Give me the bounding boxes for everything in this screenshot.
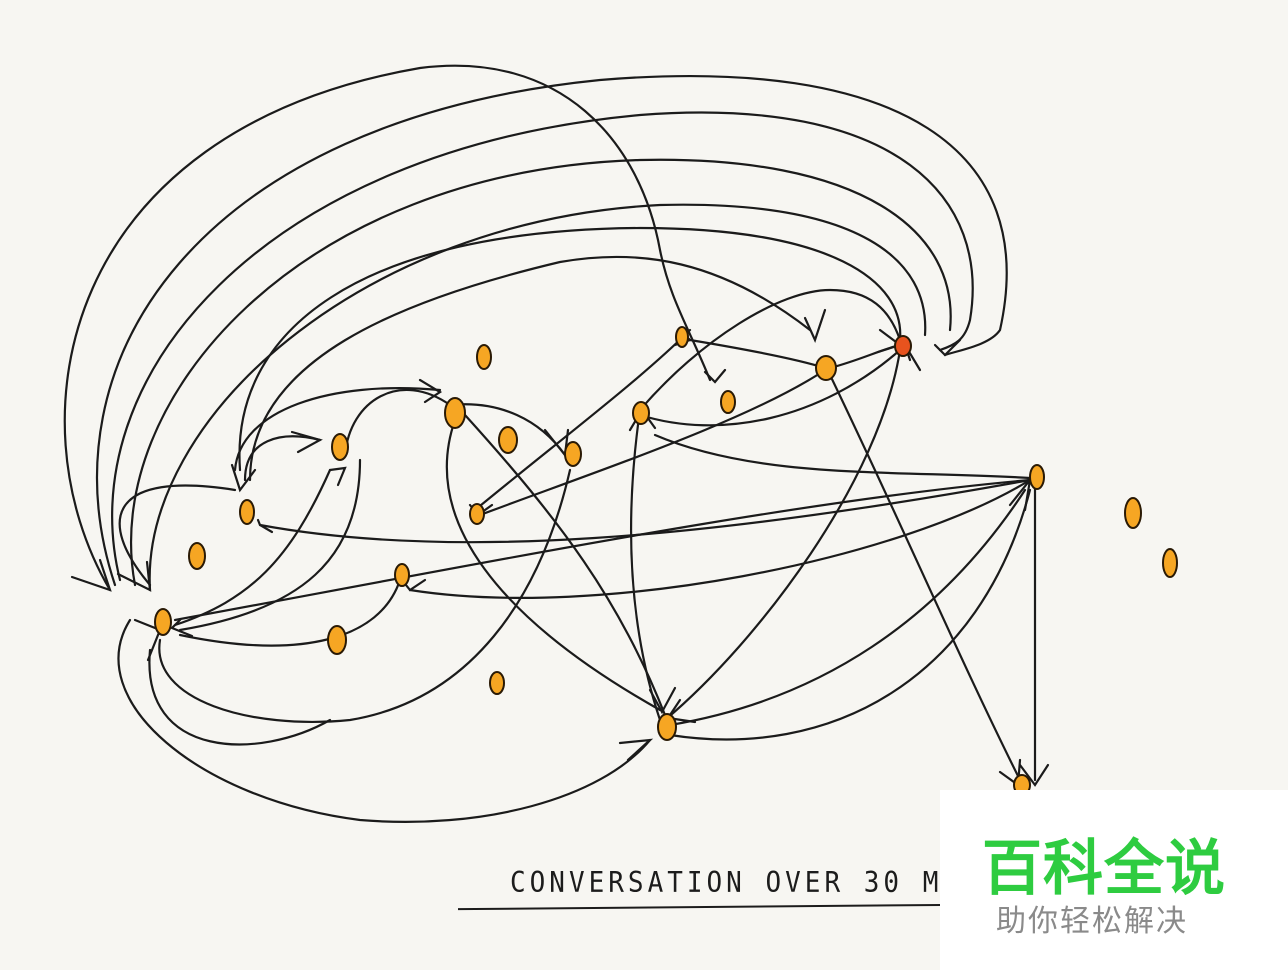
node [327, 625, 347, 655]
node-left-main [154, 608, 172, 636]
connection-lines [63, 64, 1037, 823]
watermark-title: 百科全说 [982, 834, 1226, 904]
node [394, 563, 410, 587]
node-center-main [657, 713, 677, 741]
node [498, 426, 518, 454]
node [1162, 548, 1178, 578]
watermark-subtitle: 助你轻松解决 [996, 904, 1188, 939]
node [720, 390, 736, 414]
arrow-heads [70, 308, 1050, 788]
diagram-caption: CONVERSATION OVER 30 MINUTES [510, 866, 950, 900]
node [444, 397, 466, 429]
node [239, 499, 255, 525]
node [331, 433, 349, 461]
node [1124, 497, 1142, 529]
node [632, 401, 650, 425]
people-nodes [154, 326, 1178, 796]
node-active [894, 335, 912, 357]
node [489, 671, 505, 695]
node [564, 441, 582, 467]
watermark-badge: 百科全说 助你轻松解决 [940, 790, 1288, 970]
node [815, 355, 837, 381]
node [1029, 464, 1045, 490]
node [188, 542, 206, 570]
node [476, 344, 492, 370]
node [469, 503, 485, 525]
node [675, 326, 689, 348]
